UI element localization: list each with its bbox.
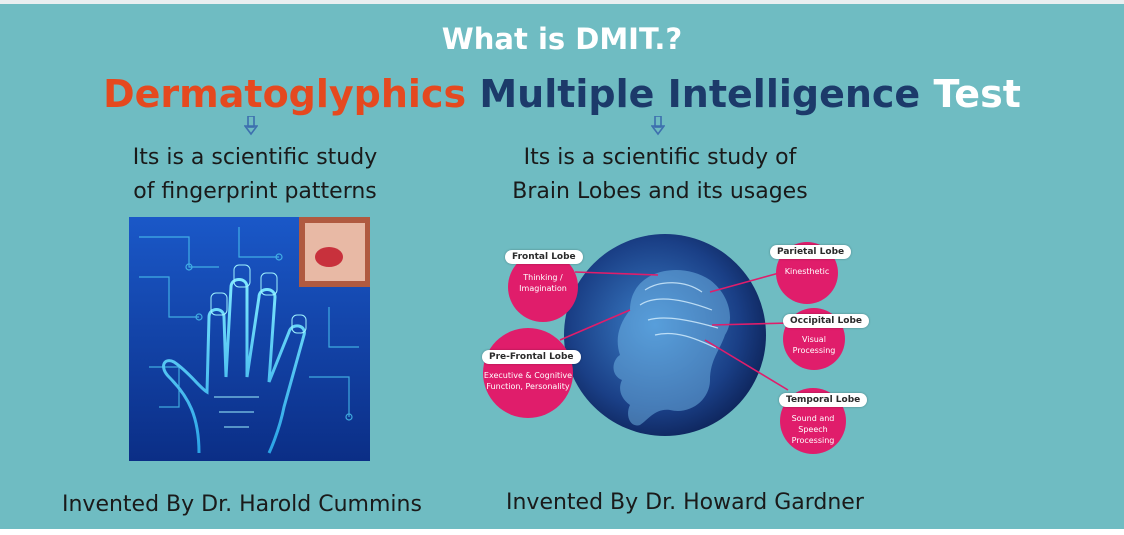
- temporal-lobe-text-line2: Processing: [791, 436, 835, 445]
- top-band: [0, 0, 1124, 4]
- prefrontal-lobe-text: Executive & Cognitive Function, Personal…: [480, 370, 576, 392]
- prefrontal-lobe-text-line2: Function, Personality: [486, 382, 570, 391]
- heading-word-multiple: Multiple: [479, 72, 655, 116]
- occipital-lobe-title: Occipital Lobe: [783, 314, 869, 328]
- temporal-lobe-text: Sound and Speech Processing: [778, 413, 848, 446]
- left-inventor: Invented By Dr. Harold Cummins: [62, 492, 422, 517]
- prefrontal-lobe-text-line1: Executive & Cognitive: [483, 371, 573, 380]
- occipital-lobe-text: Visual Processing: [783, 334, 845, 356]
- prefrontal-lobe-title: Pre-Frontal Lobe: [482, 350, 581, 364]
- bottom-band: [0, 529, 1124, 535]
- frontal-lobe-text-line2: Imagination: [519, 284, 567, 293]
- brain-illustration: [559, 234, 791, 436]
- fingerprint-description: Its is a scientific study of fingerprint…: [90, 141, 420, 209]
- occipital-lobe-text-line2: Processing: [792, 346, 836, 355]
- parietal-lobe-title: Parietal Lobe: [770, 245, 852, 259]
- brain-description: Its is a scientific study of Brain Lobes…: [490, 141, 830, 209]
- parietal-lobe-text: Kinesthetic: [776, 266, 838, 277]
- frontal-lobe-text-line1: Thinking /: [523, 273, 563, 282]
- heading-word-intelligence: Intelligence: [667, 72, 921, 116]
- brain-description-line2: Brain Lobes and its usages: [512, 179, 808, 204]
- fingerprint-hand-image: [129, 217, 370, 461]
- heading-word-dermatoglyphics: Dermatoglyphics: [103, 72, 467, 116]
- down-arrow-icon: [244, 116, 258, 136]
- down-arrow-icon: [651, 116, 665, 136]
- frontal-lobe-text: Thinking / Imagination: [508, 272, 578, 294]
- heading-word-test: Test: [933, 72, 1021, 116]
- slide-heading: Dermatoglyphics Multiple Intelligence Te…: [0, 72, 1124, 116]
- frontal-lobe-title: Frontal Lobe: [505, 250, 583, 264]
- slide-question: What is DMIT.?: [441, 22, 683, 56]
- brain-lobes-diagram: Frontal Lobe Thinking / Imagination Pari…: [480, 230, 880, 465]
- temporal-lobe-text-line1: Sound and Speech: [791, 414, 835, 434]
- fingerprint-description-line2: of fingerprint patterns: [133, 179, 377, 204]
- right-inventor: Invented By Dr. Howard Gardner: [506, 490, 864, 515]
- brain-description-line1: Its is a scientific study of: [523, 145, 797, 170]
- fingerprint-description-line1: Its is a scientific study: [132, 145, 378, 170]
- temporal-lobe-title: Temporal Lobe: [779, 393, 868, 407]
- occipital-lobe-text-line1: Visual: [802, 335, 826, 344]
- prefrontal-lobe-bubble: [483, 328, 573, 418]
- parietal-lobe-text-line1: Kinesthetic: [784, 267, 830, 276]
